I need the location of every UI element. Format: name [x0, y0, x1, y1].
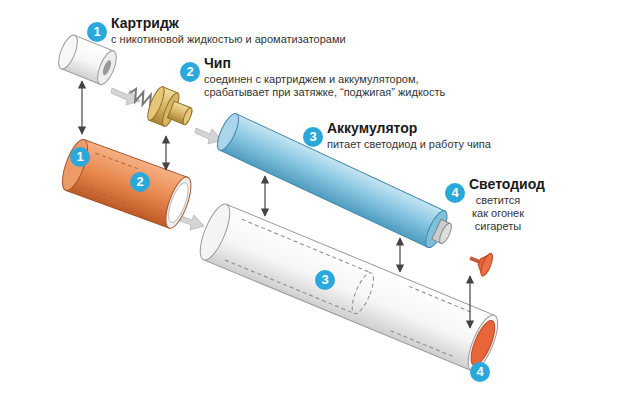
cartridge — [55, 33, 120, 87]
callout-number: 2 — [130, 172, 150, 192]
assembly-arrow — [82, 81, 470, 328]
chip — [123, 76, 197, 134]
part-heading: Картридж — [111, 15, 371, 32]
part-description: с никотиновой жидкостью и ароматизаторам… — [111, 33, 371, 46]
callout-number: 4 — [470, 362, 490, 382]
callout-number: 3 — [315, 270, 335, 290]
callout-number: 3 — [303, 127, 323, 147]
callout-number: 1 — [70, 147, 90, 167]
callout-number: 4 — [445, 183, 465, 203]
part-callout: 3Аккумуляторпитает светодиод и работу чи… — [303, 120, 527, 151]
outer-tube — [194, 200, 503, 374]
part-heading: Чип — [204, 55, 459, 72]
callout-number: 2 — [180, 62, 200, 82]
callout-number: 1 — [87, 22, 107, 42]
part-marker: 2 — [130, 172, 150, 192]
part-description: соединен с картриджем и аккумулятором, с… — [204, 73, 459, 99]
part-marker: 1 — [70, 147, 90, 167]
part-marker: 4 — [470, 362, 490, 382]
part-heading: Светодиод — [469, 176, 545, 193]
part-callout: 4Светодиодсветится как огонек сигареты — [445, 176, 545, 233]
part-description: питает светодиод и работу чипа — [327, 138, 527, 151]
part-heading: Аккумулятор — [327, 120, 527, 137]
mouthpiece-tube — [57, 137, 196, 232]
part-description: светится как огонек сигареты — [469, 194, 527, 233]
part-callout: 1Картриджс никотиновой жидкостью и арома… — [87, 15, 371, 46]
part-marker: 3 — [315, 270, 335, 290]
part-callout: 2Чипсоединен с картриджем и аккумуляторо… — [180, 55, 459, 99]
led — [466, 247, 495, 277]
